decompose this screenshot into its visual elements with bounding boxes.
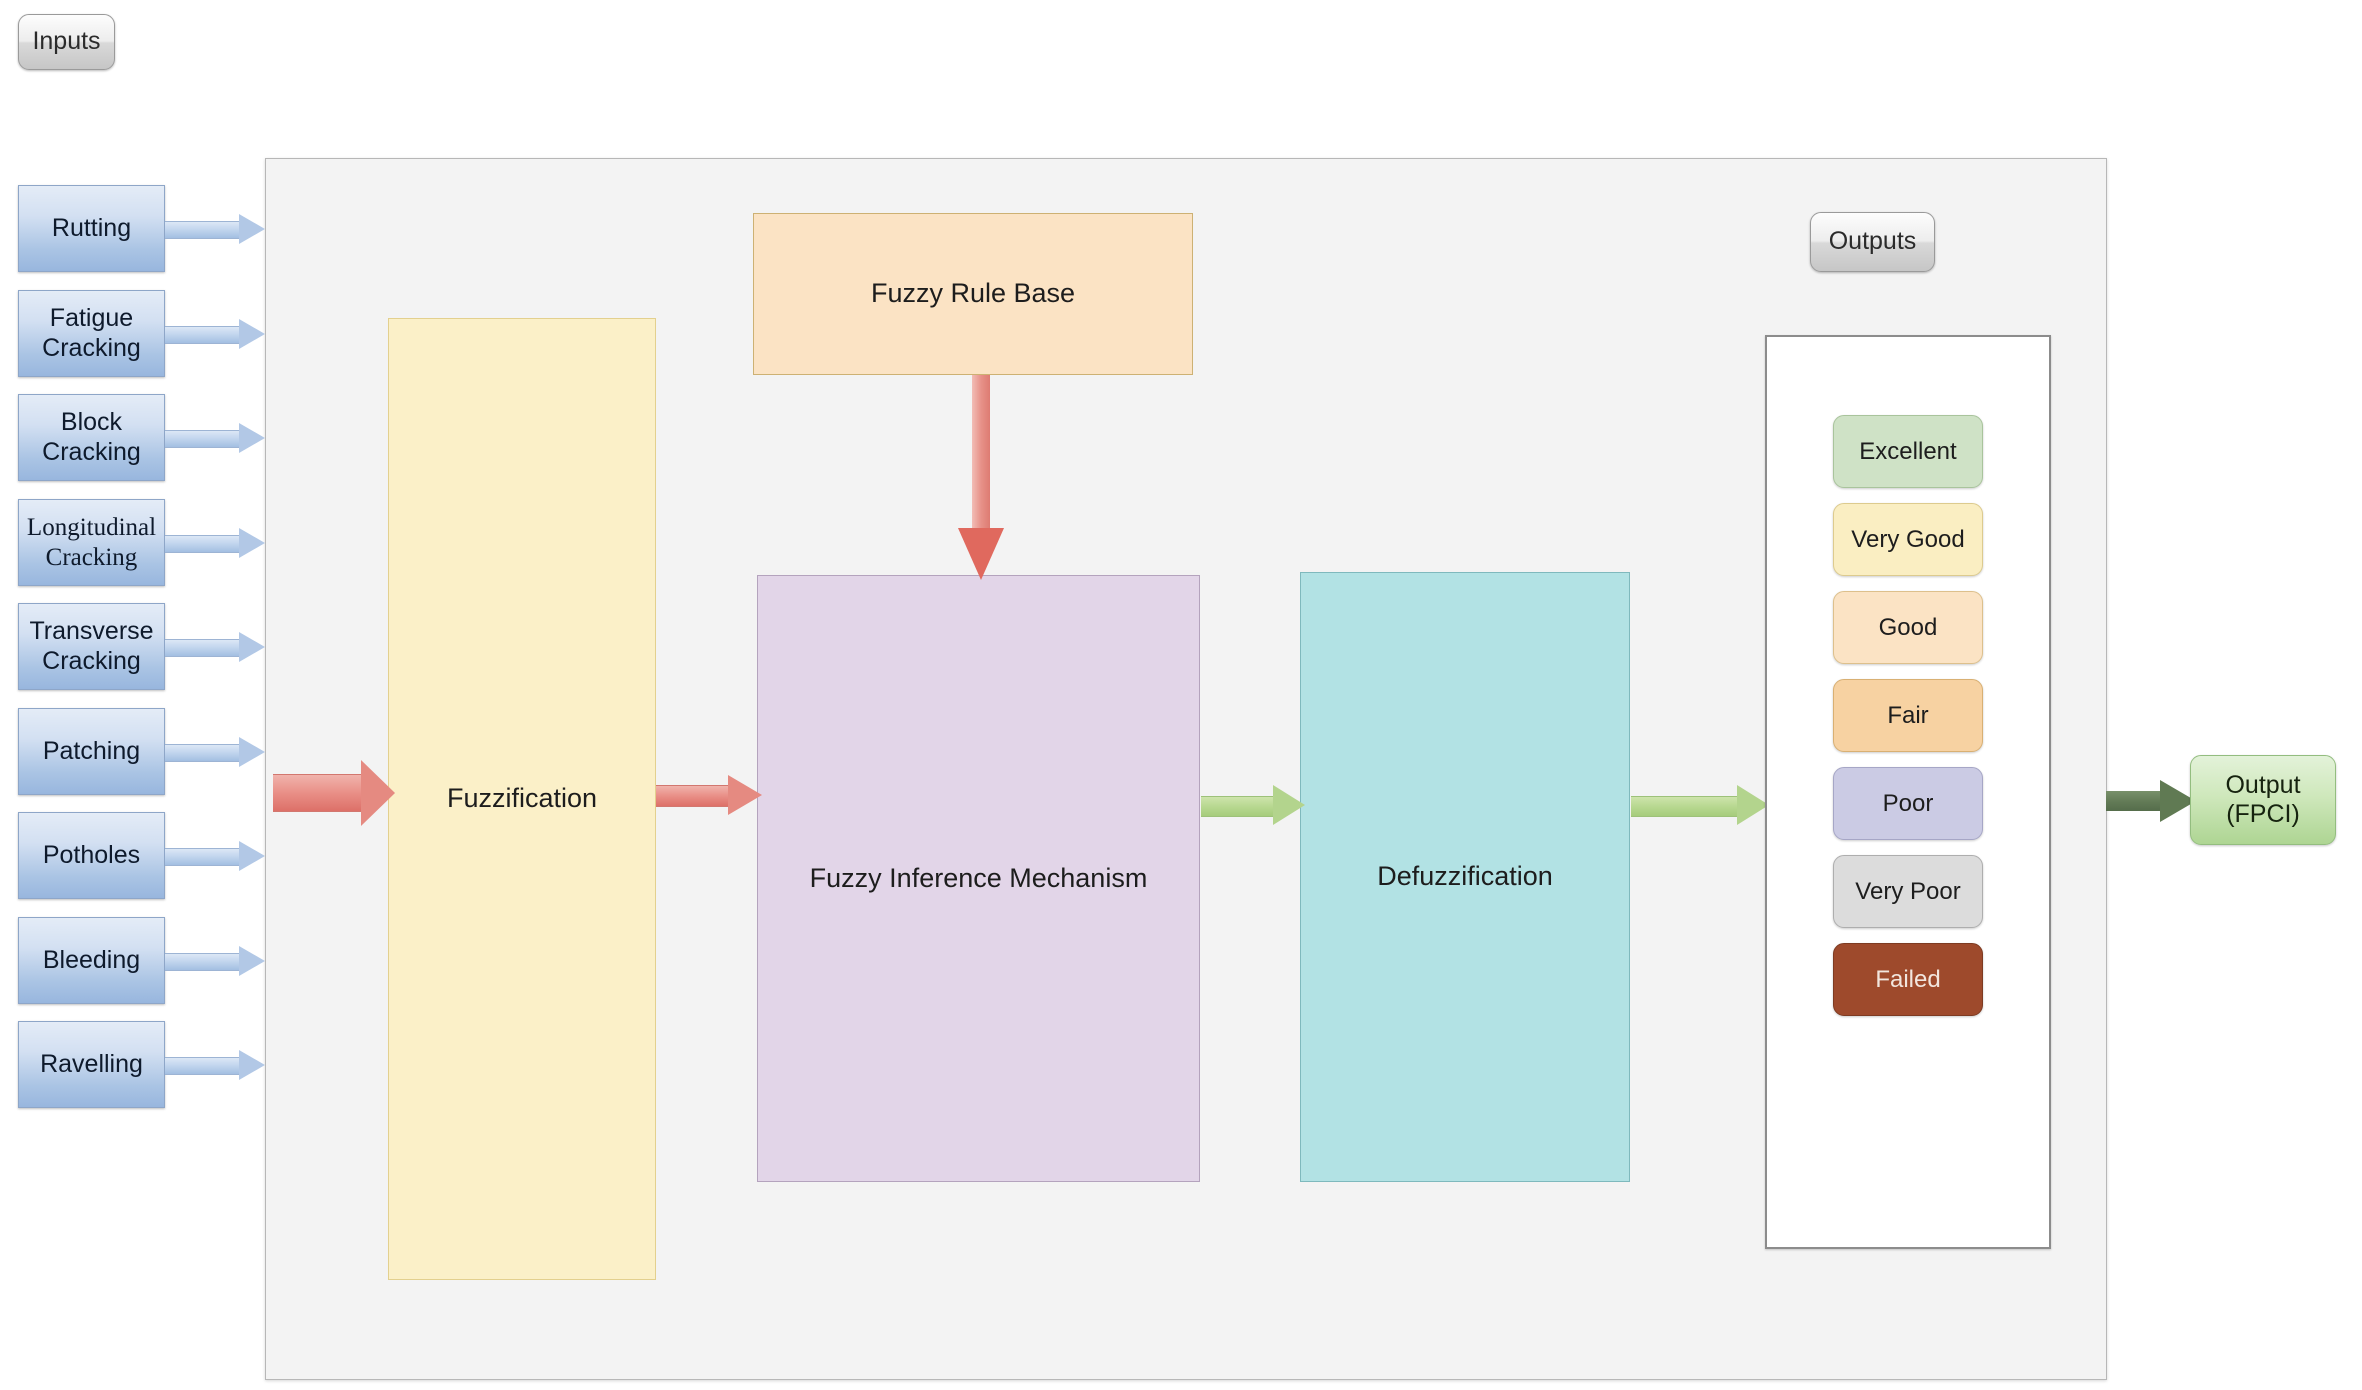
fuzzification-to-inference-arrow	[656, 775, 762, 815]
rating-poor: Poor	[1833, 767, 1983, 840]
input-box-rutting: Rutting	[18, 185, 165, 272]
input-arrow-fatigue-cracking	[165, 319, 265, 349]
inference-to-defuzzification-arrow	[1201, 785, 1305, 825]
input-box-bleeding: Bleeding	[18, 917, 165, 1004]
fuzzy-rule-base-block: Fuzzy Rule Base	[753, 213, 1193, 375]
input-box-patching: Patching	[18, 708, 165, 795]
outputs-to-fpci-arrow	[2106, 780, 2196, 822]
rating-fair: Fair	[1833, 679, 1983, 752]
rating-very-poor: Very Poor	[1833, 855, 1983, 928]
input-arrow-potholes	[165, 841, 265, 871]
inputs-caption-chip: Inputs	[18, 14, 115, 70]
inputs-to-fuzzification-arrow	[273, 760, 395, 826]
input-arrow-rutting	[165, 214, 265, 244]
input-arrow-block-cracking	[165, 423, 265, 453]
outputs-caption-chip: Outputs	[1810, 212, 1935, 272]
rule-base-to-inference-arrow	[958, 375, 1004, 580]
fuzzy-inference-mechanism-block: Fuzzy Inference Mechanism	[757, 575, 1200, 1182]
input-arrow-longitudinal-cracking	[165, 528, 265, 558]
fuzzification-block: Fuzzification	[388, 318, 656, 1280]
input-arrow-transverse-cracking	[165, 632, 265, 662]
input-box-ravelling: Ravelling	[18, 1021, 165, 1108]
input-box-potholes: Potholes	[18, 812, 165, 899]
rating-very-good: Very Good	[1833, 503, 1983, 576]
output-fpci-box: Output(FPCI)	[2190, 755, 2336, 845]
rating-excellent: Excellent	[1833, 415, 1983, 488]
rating-failed: Failed	[1833, 943, 1983, 1016]
defuzzification-block: Defuzzification	[1300, 572, 1630, 1182]
defuzzification-to-outputs-arrow	[1631, 785, 1769, 825]
input-arrow-ravelling	[165, 1050, 265, 1080]
input-arrow-patching	[165, 737, 265, 767]
rating-good: Good	[1833, 591, 1983, 664]
input-arrow-bleeding	[165, 946, 265, 976]
